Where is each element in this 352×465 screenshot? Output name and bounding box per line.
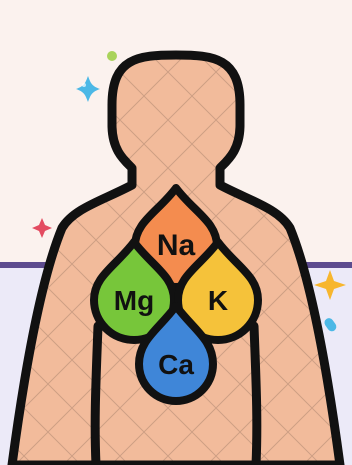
label-ca: Ca [158,349,194,380]
right-arm-line [254,326,257,465]
label-na: Na [157,229,196,262]
left-arm-line [95,326,98,465]
label-k: K [208,285,228,316]
label-mg: Mg [114,285,154,316]
green-dot-icon [107,51,117,61]
